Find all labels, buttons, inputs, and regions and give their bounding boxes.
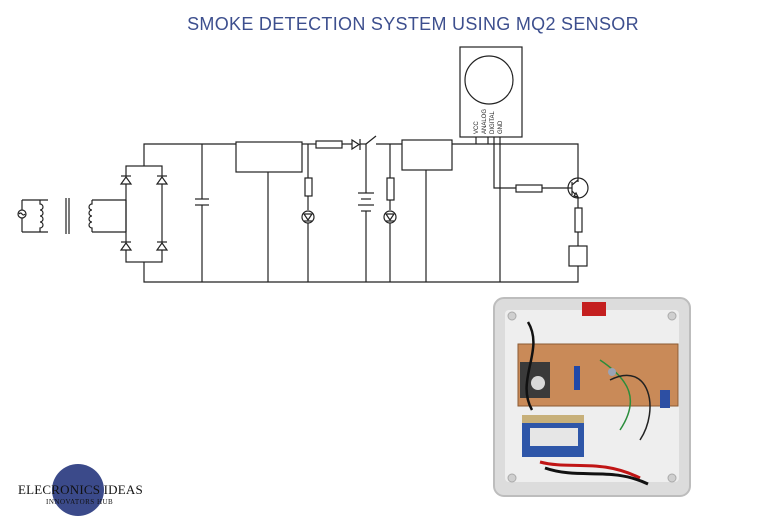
ac-source-symbol [17, 199, 40, 233]
logo-name: ELECRONICS IDEAS [18, 482, 143, 497]
diode-3 [119, 241, 133, 251]
transistor-symbol [567, 177, 589, 208]
enclosure-photo [493, 297, 691, 497]
transformer-symbol [39, 198, 126, 234]
base-resistor [515, 184, 568, 193]
series-resistor [315, 140, 352, 149]
diode-4 [155, 241, 169, 251]
bridge-rectifier [119, 165, 169, 263]
power-switch [365, 135, 402, 145]
voltage-regulator [235, 141, 316, 282]
diode-1 [119, 175, 133, 185]
power-led-branch [301, 144, 315, 282]
series-diode [351, 138, 366, 151]
logo-tagline: INNOVATORS HUB [46, 498, 114, 506]
collector-resistor [574, 207, 583, 246]
battery-symbol [358, 144, 374, 282]
page-title: SMOKE DETECTION SYSTEM USING MQ2 SENSOR [187, 14, 639, 34]
regulator-2 [401, 139, 579, 282]
buzzer-symbol [568, 245, 588, 267]
power-rails [143, 143, 579, 283]
logo-circle [52, 464, 104, 516]
status-led-branch [383, 144, 397, 282]
diode-2 [155, 175, 169, 185]
mq2-sensor-module [459, 46, 523, 282]
filter-capacitor [195, 144, 209, 282]
